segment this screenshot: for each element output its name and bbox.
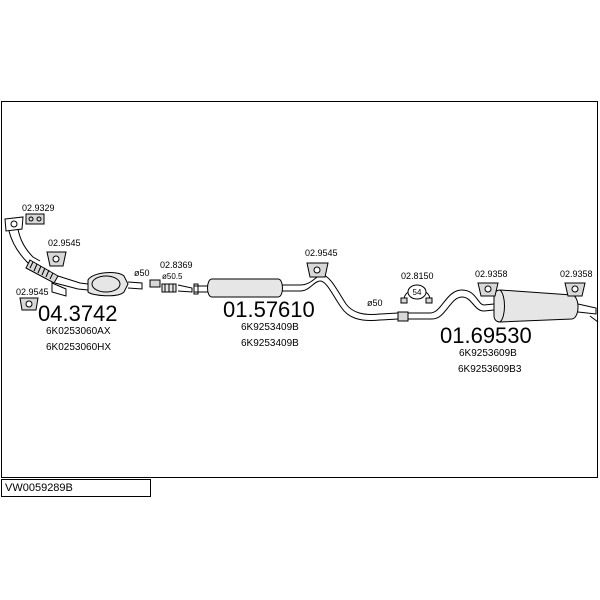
fitting-label: 02.9329 xyxy=(22,203,55,213)
fitting-label: 02.9358 xyxy=(475,269,508,279)
clamp-icon xyxy=(400,284,433,304)
cat-lower-flange xyxy=(51,282,67,297)
fitting-label: 02.8150 xyxy=(401,271,434,281)
oe-reference: 6K9253409B xyxy=(241,322,299,333)
hanger-icon xyxy=(46,251,67,267)
manifold-flange xyxy=(4,216,24,232)
centre-silencer-body xyxy=(207,278,283,298)
hanger-icon xyxy=(19,297,39,311)
part-number: 01.69530 xyxy=(440,323,532,348)
catalyst-body xyxy=(87,272,129,297)
hanger-icon xyxy=(25,213,45,225)
pipe-size-label: ø50 xyxy=(367,298,383,308)
vehicle-code: VW0059289B xyxy=(1,479,151,497)
centre-silencer-assembly xyxy=(193,274,399,321)
oe-reference: 6K0253060AX xyxy=(46,326,111,337)
hanger-icon xyxy=(477,282,499,297)
part-number: 04.3742 xyxy=(38,301,118,326)
fitting-label: 02.9545 xyxy=(48,238,81,248)
rear-silencer-body xyxy=(493,289,579,323)
fitting-label: 02.9545 xyxy=(305,248,338,258)
hanger-icon xyxy=(564,282,586,297)
clamp-badge: 54 xyxy=(413,288,422,297)
oe-reference: 6K9253609B3 xyxy=(458,364,522,375)
oe-reference: 6K9253609B xyxy=(459,348,517,359)
rear-silencer-assembly xyxy=(397,289,599,323)
pipe-size-label: ø50 xyxy=(134,268,150,278)
catalytic-converter-assembly xyxy=(4,216,143,297)
fitting-label: 02.8369 xyxy=(160,260,193,270)
pipe-connector xyxy=(149,279,193,293)
part-number: 01.57610 xyxy=(223,297,315,322)
oe-reference: 6K0253060HX xyxy=(46,342,111,353)
hanger-icon xyxy=(306,262,329,278)
fitting-label: 02.9545 xyxy=(16,287,49,297)
oe-reference: 6K9253409B xyxy=(241,338,299,349)
pipe-size-label: ø50.5 xyxy=(162,272,183,281)
diagram-frame xyxy=(1,101,598,478)
fitting-label: 02.9358 xyxy=(560,269,593,279)
